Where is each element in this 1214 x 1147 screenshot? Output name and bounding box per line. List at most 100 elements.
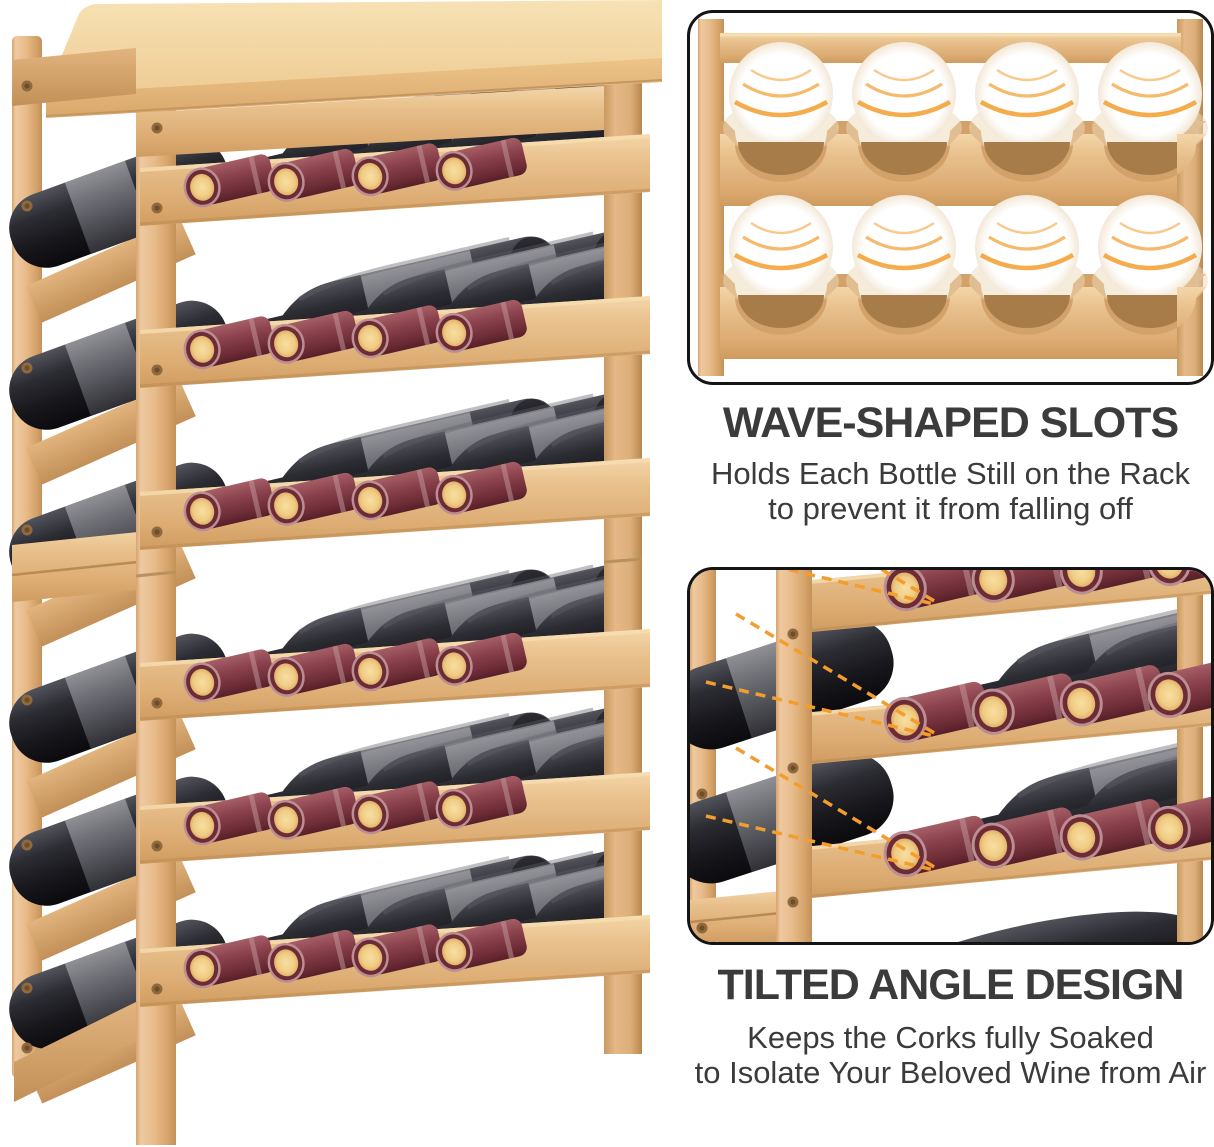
closeup-rail-highlight (811, 570, 957, 584)
screw-hole (151, 840, 163, 852)
rack-stack-seam-band (12, 528, 176, 602)
slot-shadow (1107, 142, 1193, 175)
tilt-dashed-line (879, 570, 937, 604)
desc-line: Keeps the Corks fully Soaked (747, 1020, 1154, 1055)
rack-post-seam-right (603, 557, 643, 564)
closeup-rail-shadow (811, 722, 1211, 764)
wave-arc (856, 253, 952, 271)
bottle-ghost (729, 42, 833, 146)
wave-arc (742, 235, 820, 251)
tilt-dashed-line (782, 570, 935, 606)
wave-arc (1111, 235, 1189, 251)
screw-hole (787, 628, 799, 640)
slot-shadow (738, 295, 824, 328)
slot-shadow (861, 142, 947, 175)
wave-arc (988, 82, 1066, 98)
wave-arc (979, 253, 1075, 271)
tilt-dashed-line (705, 814, 935, 872)
wave-rail-front (720, 134, 1206, 206)
wave-arc (750, 69, 812, 82)
screw-hole (21, 200, 33, 212)
screw-hole (151, 364, 163, 376)
screw-hole (787, 896, 799, 908)
desc-line: Holds Each Bottle Still on the Rack (710, 456, 1191, 491)
rack-bottom-side-rail (14, 1000, 140, 1102)
wave-arc (873, 69, 935, 82)
screw-hole (21, 1042, 33, 1054)
wave-arc (1102, 100, 1198, 118)
tilt-dashed-line (735, 746, 937, 870)
wave-arc (988, 235, 1066, 251)
wave-slots-closeup-photo (698, 19, 1208, 376)
bottle-ghost (729, 195, 833, 299)
rack-top-panel (46, 0, 662, 94)
closeup-rail-shadow (811, 590, 1211, 632)
closeup-back-left-post (690, 570, 716, 942)
bottle-ghost (975, 42, 1079, 146)
wave-arc (865, 235, 943, 251)
screw-hole (787, 762, 799, 774)
screw-hole (151, 202, 163, 214)
wave-arc (865, 82, 943, 98)
desc-line: to Isolate Your Beloved Wine from Air (694, 1055, 1207, 1090)
wave-arc (1119, 69, 1181, 82)
closeup-bottom-bottle (834, 911, 1179, 942)
wave-slot-rows (720, 42, 1208, 359)
screw-hole (21, 524, 33, 536)
wine-rack-product-photo (0, 0, 662, 1145)
screw-hole (21, 694, 33, 706)
tilt-dashed-line (705, 680, 935, 738)
slot-shadow (984, 295, 1070, 328)
wave-arc (1111, 82, 1189, 98)
tilt-angle-dashed-guides (705, 570, 937, 872)
wave-arc (856, 100, 952, 118)
closeup-right-post (1177, 570, 1203, 942)
callout-tilted-angle-design (687, 567, 1214, 945)
callout-description-wave-shaped-slots: Holds Each Bottle Still on the Rack to p… (670, 456, 1214, 526)
wave-arc (1102, 253, 1198, 271)
wave-arc (996, 69, 1058, 82)
bottle-ghost (1098, 195, 1202, 299)
callout-title-tilted-angle-design: TILTED ANGLE DESIGN (717, 961, 1185, 1009)
wave-arc (733, 100, 829, 118)
rack-post-seam (135, 570, 177, 578)
slot-shadow (738, 142, 824, 175)
bottle-ghost (852, 42, 956, 146)
desc-line: to prevent it from falling off (768, 491, 1133, 526)
screw-hole (21, 839, 33, 851)
slot-shadow (984, 142, 1070, 175)
tilt-dashed-line (735, 612, 937, 736)
rack-top-panel-edge (46, 58, 662, 118)
screw-hole (151, 983, 163, 995)
slot-shadow (1107, 295, 1193, 328)
callout-wave-shaped-slots (687, 10, 1214, 385)
tilted-angle-closeup-photo (690, 570, 1211, 942)
bottle-ghost (1098, 42, 1202, 146)
screw-hole (151, 697, 163, 709)
rack-top-side-rail (12, 48, 136, 106)
wave-arc (1119, 222, 1181, 235)
screw-hole (21, 362, 33, 374)
closeup-front-left-post (776, 570, 812, 942)
slot-shadow (861, 295, 947, 328)
callout-title-wave-shaped-slots: WAVE-SHAPED SLOTS (722, 399, 1179, 447)
bottle-ghost (975, 195, 1079, 299)
closeup-left-post (698, 19, 724, 376)
wave-arc (979, 100, 1075, 118)
wave-arc (742, 82, 820, 98)
closeup-rail-shadow (811, 856, 1211, 898)
wave-arc (996, 222, 1058, 235)
wave-rail-front (720, 287, 1206, 359)
bottle-ghost (852, 195, 956, 299)
screw-hole (151, 122, 163, 134)
screw-hole (696, 922, 708, 934)
callout-description-tilted-angle-design: Keeps the Corks fully Soaked to Isolate … (670, 1020, 1214, 1090)
screw-hole (696, 788, 708, 800)
feature-callouts-column: WAVE-SHAPED SLOTS Holds Each Bottle Stil… (687, 0, 1214, 1147)
wave-arc (750, 222, 812, 235)
rack-top-apron (136, 86, 604, 157)
rack-top-panel-lip (45, 79, 662, 117)
screw-hole (151, 526, 163, 538)
screw-hole (21, 982, 33, 994)
